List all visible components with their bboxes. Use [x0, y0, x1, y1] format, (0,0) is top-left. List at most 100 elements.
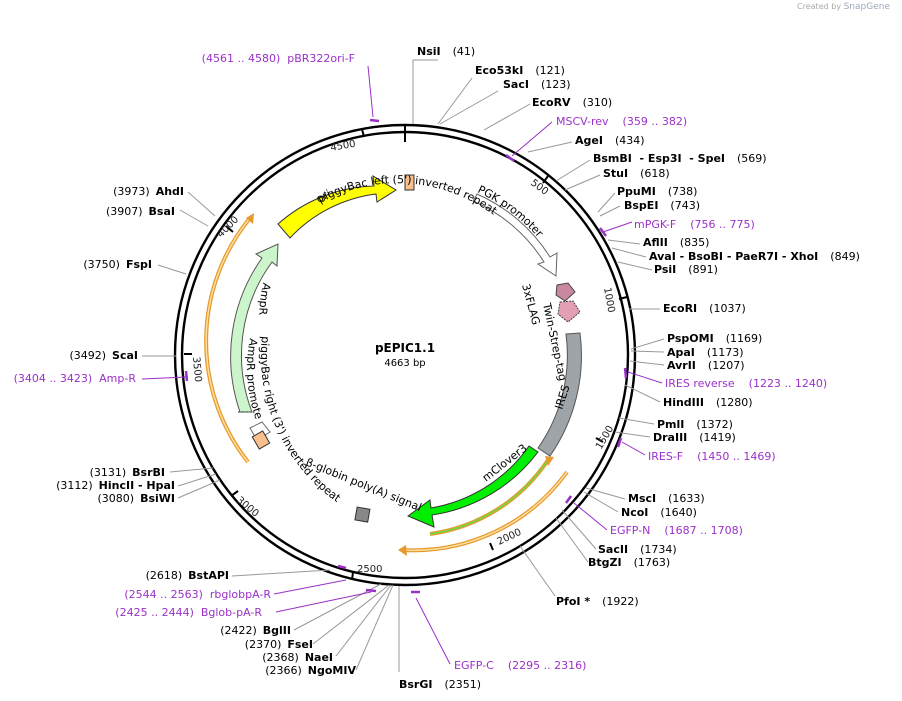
site-nsi-pos: (41)	[453, 45, 476, 58]
site-sca-pos: (3492)	[69, 349, 106, 362]
site-msc[interactable]: MscI(1633)	[628, 492, 705, 505]
primer-egfpn[interactable]: EGFP-N (1687 .. 1708)	[610, 524, 743, 537]
ampr-arrow	[230, 243, 279, 413]
site-sca[interactable]: (3492)ScaI	[69, 349, 138, 362]
site-psi[interactable]: PsiI(891)	[654, 263, 718, 276]
site-hind3[interactable]: HindIII(1280)	[663, 396, 753, 409]
primer-mpgk[interactable]: mPGK-F (756 .. 775)	[634, 218, 755, 231]
leader-age	[527, 141, 573, 153]
primer-egfpc[interactable]: EGFP-C (2295 .. 2316)	[454, 659, 586, 672]
site-hinc2-name: HincII - HpaI	[99, 479, 175, 492]
site-bsrgi[interactable]: BsrGI(2351)	[399, 678, 481, 691]
site-nsi[interactable]: NsiI(41)	[417, 45, 475, 58]
tick-4500: 4500	[330, 139, 357, 154]
site-stu-name: StuI	[603, 167, 628, 180]
site-pfoi-pos: (1922)	[602, 595, 639, 608]
snapgene-credit: Created by SnapGene	[797, 2, 890, 12]
primer-iresrev[interactable]: IRES reverse (1223 .. 1240)	[665, 377, 827, 390]
site-bsrbi[interactable]: (3131)BsrBI	[90, 466, 165, 479]
mclover3-arrow	[406, 445, 539, 528]
tick-mark-2500	[351, 571, 354, 581]
site-bsmbi[interactable]: BsmBI - Esp3I - SpeI(569)	[593, 152, 767, 165]
site-afl2[interactable]: AflII(835)	[643, 236, 709, 249]
credit-brand: SnapGene	[843, 2, 890, 12]
site-bstapi[interactable]: (2618)BstAPI	[146, 569, 229, 582]
site-bsrbi-pos: (3131)	[90, 466, 127, 479]
site-fse[interactable]: (2370)FseI	[245, 638, 313, 651]
site-ecorv-name: EcoRV	[532, 96, 571, 109]
orf-arrowhead-inner	[545, 456, 554, 466]
primer-mscv[interactable]: MSCV-rev (359 .. 382)	[556, 115, 687, 128]
site-stu[interactable]: StuI(618)	[603, 167, 670, 180]
site-nae[interactable]: (2368) NaeI	[262, 651, 333, 664]
site-ngomiv-name: NgoMIV	[308, 664, 357, 677]
primer-bglob[interactable]: (2425 .. 2444) Bglob-pA-R	[115, 606, 262, 619]
pgk-promoter-arrow	[472, 193, 558, 277]
primer-line-mpgk	[602, 221, 633, 233]
site-ahd-pos: (3973)	[113, 185, 150, 198]
leader-ahd	[187, 191, 216, 217]
site-fsp-name: FspI	[126, 258, 152, 271]
site-nco[interactable]: NcoI(1640)	[621, 506, 697, 519]
site-ppumi-pos: (738)	[668, 185, 698, 198]
site-bspei[interactable]: BspEI(743)	[624, 199, 700, 212]
site-nae-name: NaeI	[305, 651, 333, 664]
site-bsa[interactable]: (3907)BsaI	[106, 205, 175, 218]
site-pspomi[interactable]: PspOMI(1169)	[667, 332, 762, 345]
primer-pbr[interactable]: (4561 .. 4580) pBR322ori-F	[202, 52, 355, 65]
site-nco-pos: (1640)	[660, 506, 697, 519]
site-apa[interactable]: ApaI(1173)	[667, 346, 743, 359]
primer-line-iresrev	[627, 371, 663, 384]
primer-lines	[141, 65, 663, 665]
credit-prefix: Created by	[797, 2, 842, 11]
ampr-orf-arrowhead	[246, 213, 254, 224]
site-ecori[interactable]: EcoRI(1037)	[663, 302, 746, 315]
primer-iresf[interactable]: IRES-F (1450 .. 1469)	[648, 450, 776, 463]
site-bstapi-pos: (2618)	[146, 569, 183, 582]
site-sac[interactable]: SacI(123)	[503, 78, 571, 91]
site-labels: NsiI(41) Eco53kI(121) SacI(123) EcoRV(31…	[56, 45, 860, 691]
site-pfoi[interactable]: PfoI *(1922)	[556, 595, 639, 608]
site-bspei-pos: (743)	[670, 199, 700, 212]
strep-arrow	[557, 300, 581, 323]
site-sac2[interactable]: SacII(1734)	[598, 543, 677, 556]
primer-rbglob[interactable]: (2544 .. 2563) rbglobpA-R	[124, 588, 271, 601]
site-ava[interactable]: AvaI - BsoBI - PaeR7I - XhoI(849)	[649, 250, 860, 263]
ires-bar	[537, 332, 582, 457]
site-fsp[interactable]: (3750)FspI	[83, 258, 152, 271]
tick-mark-1000	[618, 296, 628, 300]
ori-label: ori	[314, 187, 333, 205]
site-nae-pos: (2368)	[262, 651, 299, 664]
plasmid-name: pEPIC1.1	[375, 341, 435, 355]
site-bsiwi[interactable]: (3080)BsiWI	[97, 492, 175, 505]
site-bsmbi-name: BsmBI - Esp3I - SpeI	[593, 152, 725, 165]
primer-line-rbglob	[273, 579, 347, 595]
leader-apa	[630, 350, 665, 353]
site-age[interactable]: AgeI(434)	[575, 134, 645, 147]
site-pml-pos: (1372)	[696, 418, 733, 431]
features: ori PGK promoter piggyBac left (5') inve…	[0, 0, 582, 556]
tick-mark-1500	[595, 437, 604, 443]
site-bgl2[interactable]: (2422)BglII	[220, 624, 291, 637]
site-ava-pos: (849)	[830, 250, 860, 263]
site-ahd[interactable]: (3973)AhdI	[113, 185, 184, 198]
orf-arrowhead-outer	[398, 545, 407, 556]
site-btgz[interactable]: BtgZI(1763)	[588, 556, 670, 569]
site-eco53[interactable]: Eco53kI(121)	[475, 64, 565, 77]
site-pml[interactable]: PmlI (1372)	[657, 418, 733, 431]
site-dra3[interactable]: DraIII(1419)	[653, 431, 736, 444]
site-hind3-name: HindIII	[663, 396, 704, 409]
scale-ticks	[184, 126, 628, 581]
site-hinc2[interactable]: (3112)HincII - HpaI	[56, 479, 175, 492]
site-btgz-pos: (1763)	[634, 556, 671, 569]
primer-ampr[interactable]: (3404 .. 3423) Amp-R	[14, 372, 137, 385]
site-avr2[interactable]: AvrII(1207)	[667, 359, 744, 372]
primer-mark-iresrev	[623, 367, 628, 379]
leader-sac	[439, 90, 499, 125]
site-ecorv[interactable]: EcoRV(310)	[532, 96, 612, 109]
site-pml-name: PmlI	[657, 418, 684, 431]
leader-pml	[618, 417, 655, 425]
site-ppumi[interactable]: PpuMI(738)	[617, 185, 697, 198]
site-sac-name: SacI	[503, 78, 529, 91]
site-ngomiv[interactable]: (2366)NgoMIV	[265, 664, 356, 677]
